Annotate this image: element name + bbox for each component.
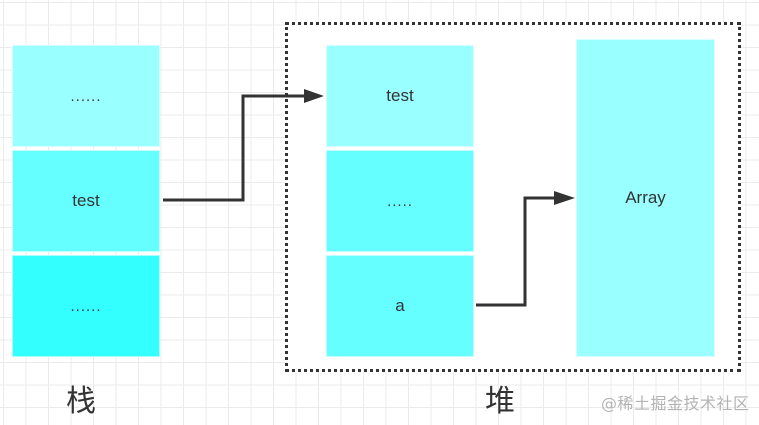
stack-cell-top: ...... — [12, 45, 160, 147]
array-label: Array — [625, 188, 666, 207]
heap-object-array: Array — [576, 39, 715, 357]
stack-cell-test: test — [12, 150, 160, 252]
heap-cell-a: a — [326, 255, 474, 357]
heap-cell-middle: ..... — [326, 150, 474, 252]
heap-cell-test: test — [326, 45, 474, 147]
stack-cell-bottom: ...... — [12, 255, 160, 357]
heap-title: 堆 — [485, 384, 515, 419]
stack-title: 栈 — [66, 384, 96, 419]
watermark: @稀土掘金技术社区 — [601, 394, 750, 413]
